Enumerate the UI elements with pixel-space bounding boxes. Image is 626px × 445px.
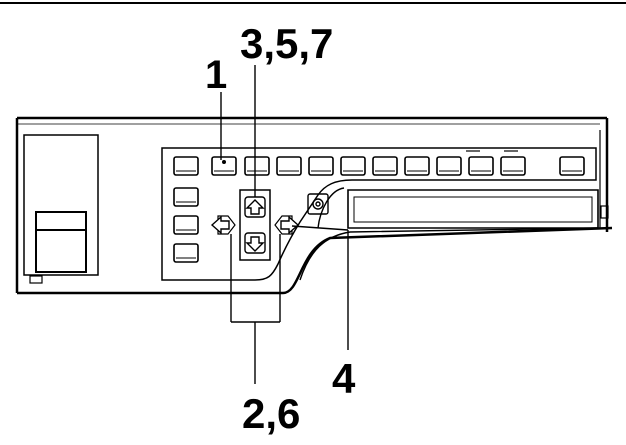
left-button-column	[173, 187, 199, 263]
panel-button[interactable]	[173, 156, 199, 176]
arrow-right-icon[interactable]	[274, 215, 300, 235]
slot-door	[35, 211, 87, 273]
panel-button[interactable]	[308, 156, 334, 176]
panel-button[interactable]	[173, 243, 199, 263]
indicator-lamp	[29, 275, 43, 284]
panel-button[interactable]	[559, 156, 585, 176]
panel-button[interactable]	[436, 156, 462, 176]
panel-button[interactable]	[211, 156, 237, 176]
indicator-dot	[222, 160, 226, 164]
callout-4: 4	[332, 355, 356, 402]
arrow-up-icon[interactable]	[244, 196, 266, 218]
left-compartment	[23, 134, 99, 284]
device-body	[15, 116, 613, 295]
panel-button[interactable]	[244, 156, 270, 176]
leader-lines	[220, 65, 349, 384]
panel-button[interactable]	[500, 156, 526, 176]
card-slot	[299, 187, 599, 281]
knob-icon[interactable]	[307, 193, 329, 215]
callout-1: 1	[205, 53, 227, 97]
top-button-row	[173, 156, 585, 176]
panel-button[interactable]	[276, 156, 302, 176]
arrow-left-icon[interactable]	[210, 215, 236, 235]
panel-frame	[161, 147, 597, 281]
panel-button[interactable]	[173, 215, 199, 235]
arrow-down-icon[interactable]	[244, 232, 266, 254]
callout-2-6: 2,6	[242, 390, 300, 437]
panel-button[interactable]	[173, 187, 199, 207]
callout-3-5-7: 3,5,7	[240, 20, 333, 67]
panel-button[interactable]	[372, 156, 398, 176]
panel-button[interactable]	[404, 156, 430, 176]
panel-button[interactable]	[340, 156, 366, 176]
panel-button[interactable]	[468, 156, 494, 176]
left-column-shading	[176, 201, 196, 259]
